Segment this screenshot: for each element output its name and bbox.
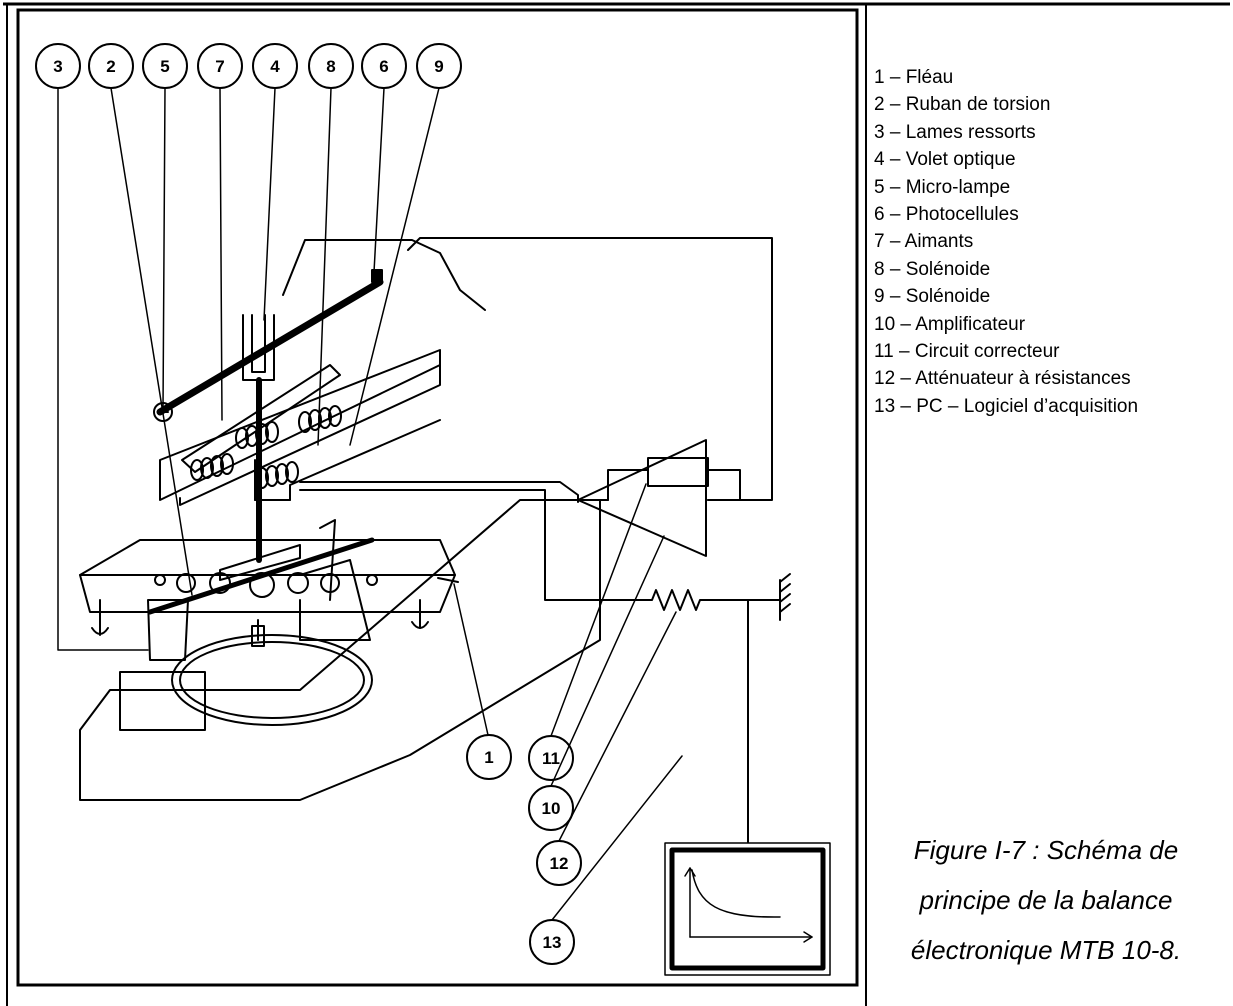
legend-item: 7 – Aimants [874, 231, 974, 253]
legend-item: 13 – PC – Logiciel d’acquisition [874, 395, 1139, 417]
resistor-and-ground [639, 573, 791, 843]
svg-text:13: 13 [543, 933, 562, 952]
legend-list: 1 – Fléau 2 – Ruban de torsion 3 – Lames… [874, 64, 1138, 420]
svg-text:9: 9 [434, 57, 443, 76]
svg-text:2: 2 [106, 57, 115, 76]
svg-text:12: 12 [550, 854, 569, 873]
callout-8: 8 [308, 43, 354, 89]
legend-item: 11 – Circuit correcteur [874, 341, 1060, 363]
figure-caption: Figure I-7 : Schéma de principe de la ba… [866, 825, 1226, 975]
legend-item: 8 – Solénoide [874, 258, 991, 280]
housing-frame [282, 237, 773, 501]
pc-screen [664, 842, 831, 976]
callout-3: 3 [35, 43, 81, 89]
balance-schematic: 3 2 5 7 4 8 6 9 [35, 43, 831, 976]
signal-wires [299, 481, 641, 601]
flail-beam [79, 537, 459, 636]
caption-line: Figure I-7 : Schéma de [913, 835, 1179, 865]
legend-item: 1 – Fléau [874, 67, 954, 88]
svg-text:5: 5 [160, 57, 169, 76]
svg-text:6: 6 [379, 57, 388, 76]
callout-10: 10 [528, 535, 665, 831]
legend-item: 4 – Volet optique [874, 149, 1016, 171]
legend-item: 3 – Lames ressorts [874, 121, 1036, 143]
svg-text:3: 3 [53, 57, 62, 76]
callout-5: 5 [142, 43, 188, 89]
magnet-bars [159, 349, 441, 506]
legend-item: 6 – Photocellules [874, 204, 1019, 226]
callout-4: 4 [252, 43, 298, 89]
solenoid-coils [190, 405, 342, 489]
legend-item: 12 – Atténuateur à résistances [874, 368, 1131, 390]
legend-item: 10 – Amplificateur [874, 313, 1026, 335]
callout-12: 12 [536, 611, 677, 886]
legend-item: 9 – Solénoide [874, 286, 991, 308]
callout-2: 2 [88, 43, 134, 89]
callout-7: 7 [197, 43, 243, 89]
svg-text:10: 10 [542, 799, 561, 818]
callout-13: 13 [529, 755, 683, 965]
amplifier-block [577, 439, 741, 557]
leader-lines [57, 87, 489, 736]
callout-1: 1 [466, 734, 512, 780]
optical-beam-assembly [153, 269, 384, 422]
legend-item: 2 – Ruban de torsion [874, 94, 1051, 116]
callout-6: 6 [361, 43, 407, 89]
callout-11: 11 [528, 483, 647, 781]
svg-text:7: 7 [215, 57, 224, 76]
svg-text:1: 1 [484, 748, 493, 767]
legend-item: 5 – Micro-lampe [874, 176, 1011, 198]
caption-line: électronique MTB 10-8. [910, 935, 1182, 965]
svg-text:11: 11 [542, 749, 560, 768]
balance-base [79, 499, 601, 801]
svg-text:8: 8 [326, 57, 335, 76]
caption-line: principe de la balance [919, 885, 1173, 915]
svg-text:4: 4 [270, 57, 280, 76]
callout-9: 9 [416, 43, 462, 89]
